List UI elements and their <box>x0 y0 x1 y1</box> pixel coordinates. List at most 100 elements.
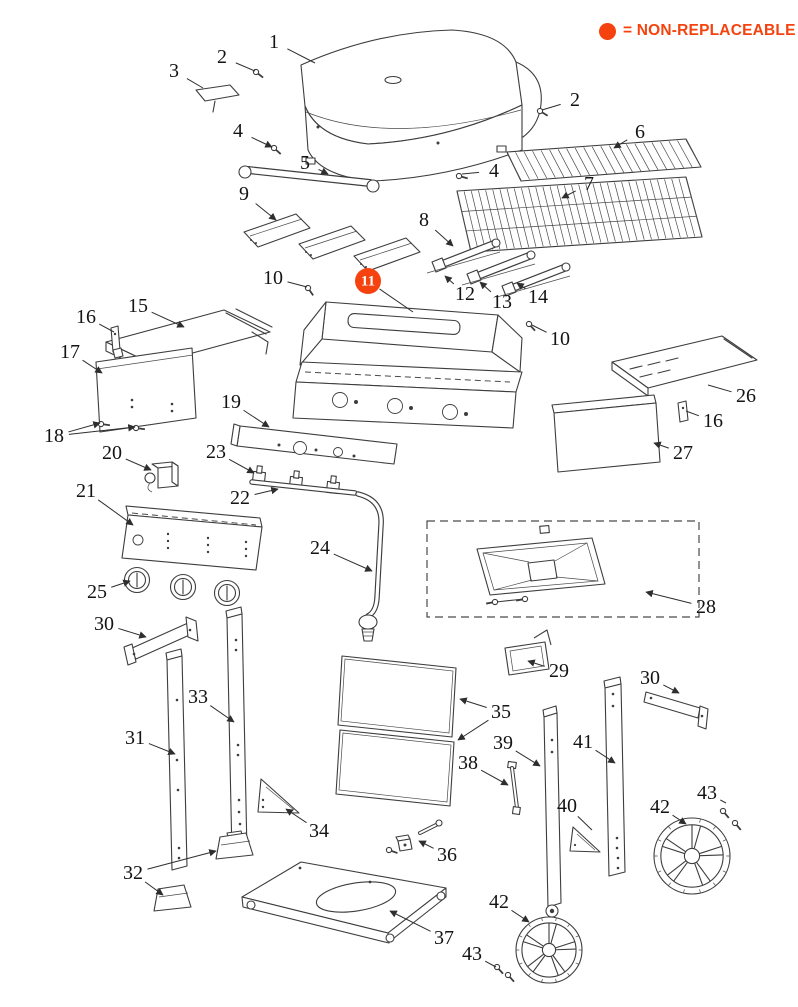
part-label-26[interactable]: 26 <box>736 385 756 407</box>
part-label-29[interactable]: 29 <box>549 660 569 682</box>
part-9-heat-plates <box>243 213 421 272</box>
part-27-right-panel <box>551 394 661 473</box>
part-21-control-panel <box>121 505 263 571</box>
part-label-32[interactable]: 32 <box>123 862 143 884</box>
part-40-corner-bracket <box>569 826 601 853</box>
part-38-rod <box>507 760 521 816</box>
part-label-18[interactable]: 18 <box>44 425 64 447</box>
part-3-handle-clip <box>195 84 240 113</box>
part-31-leg <box>165 648 188 871</box>
svg-text:38: 38 <box>458 752 478 774</box>
part-label-6[interactable]: 6 <box>635 121 645 143</box>
non-replaceable-dot-icon <box>599 22 616 40</box>
part-label-30[interactable]: 30 <box>640 667 660 689</box>
svg-text:2: 2 <box>570 89 580 111</box>
part-label-11[interactable]: 11 <box>355 268 381 294</box>
svg-text:35: 35 <box>491 701 511 723</box>
fastener-screws <box>97 68 742 983</box>
svg-text:8: 8 <box>419 209 429 231</box>
part-label-4[interactable]: 4 <box>233 120 243 142</box>
part-label-36[interactable]: 36 <box>437 844 457 866</box>
part-label-40[interactable]: 40 <box>557 795 577 817</box>
part-label-25[interactable]: 25 <box>87 581 107 603</box>
part-label-42[interactable]: 42 <box>650 796 670 818</box>
svg-text:37: 37 <box>434 927 454 949</box>
part-label-34[interactable]: 34 <box>309 820 329 842</box>
legend-text: = NON-REPLACEABLE <box>623 22 796 39</box>
svg-text:42: 42 <box>489 891 509 913</box>
part-28-grease-tray <box>426 520 700 618</box>
part-label-10[interactable]: 10 <box>550 328 570 350</box>
part-label-14[interactable]: 14 <box>528 286 548 308</box>
part-label-38[interactable]: 38 <box>458 752 478 774</box>
part-24-hose <box>355 491 384 642</box>
part-label-43[interactable]: 43 <box>462 943 482 965</box>
svg-text:11: 11 <box>361 274 375 290</box>
part-36-latch <box>395 819 443 852</box>
part-22-manifold <box>249 479 358 496</box>
part-label-10[interactable]: 10 <box>263 267 283 289</box>
part-19-crossbar <box>230 423 398 465</box>
part-label-1[interactable]: 1 <box>269 31 279 53</box>
part-label-16[interactable]: 16 <box>703 410 723 432</box>
svg-text:12: 12 <box>455 283 475 305</box>
part-label-31[interactable]: 31 <box>125 727 145 749</box>
part-label-42[interactable]: 42 <box>489 891 509 913</box>
part-label-37[interactable]: 37 <box>434 927 454 949</box>
part-20-igniter <box>144 461 179 493</box>
part-17-left-front-panel <box>95 347 197 433</box>
svg-text:6: 6 <box>635 121 645 143</box>
part-label-12[interactable]: 12 <box>455 283 475 305</box>
part-label-19[interactable]: 19 <box>221 391 241 413</box>
part-label-16[interactable]: 16 <box>76 306 96 328</box>
svg-text:1: 1 <box>269 31 279 53</box>
svg-text:41: 41 <box>573 731 593 753</box>
svg-text:7: 7 <box>584 173 594 195</box>
part-label-3[interactable]: 3 <box>169 60 179 82</box>
svg-text:10: 10 <box>550 328 570 350</box>
part-label-35[interactable]: 35 <box>491 701 511 723</box>
svg-text:14: 14 <box>528 286 548 308</box>
part-5-handle <box>238 165 380 193</box>
part-30-brackets <box>123 616 709 730</box>
part-label-2[interactable]: 2 <box>217 46 227 68</box>
part-label-17[interactable]: 17 <box>60 341 80 363</box>
part-11-firebox <box>292 301 523 429</box>
svg-text:2: 2 <box>217 46 227 68</box>
part-label-13[interactable]: 13 <box>492 291 512 313</box>
part-label-27[interactable]: 27 <box>673 442 693 464</box>
part-label-23[interactable]: 23 <box>206 441 226 463</box>
part-1-lid <box>300 29 542 182</box>
part-label-28[interactable]: 28 <box>696 596 716 618</box>
part-25-knobs <box>123 566 241 607</box>
part-label-15[interactable]: 15 <box>128 295 148 317</box>
svg-text:4: 4 <box>233 120 243 142</box>
part-26-right-shelf <box>611 335 758 397</box>
part-label-20[interactable]: 20 <box>102 442 122 464</box>
part-34-corner-bracket <box>257 778 300 814</box>
part-label-21[interactable]: 21 <box>76 480 96 502</box>
part-label-5[interactable]: 5 <box>300 152 310 174</box>
svg-text:39: 39 <box>493 732 513 754</box>
svg-text:16: 16 <box>703 410 723 432</box>
part-label-24[interactable]: 24 <box>310 537 330 559</box>
highlight-circle <box>355 268 381 294</box>
part-label-41[interactable]: 41 <box>573 731 593 753</box>
part-label-7[interactable]: 7 <box>584 173 594 195</box>
part-label-39[interactable]: 39 <box>493 732 513 754</box>
part-label-4[interactable]: 4 <box>489 160 499 182</box>
part-label-8[interactable]: 8 <box>419 209 429 231</box>
part-label-2[interactable]: 2 <box>570 89 580 111</box>
part-label-22[interactable]: 22 <box>230 487 250 509</box>
part-label-33[interactable]: 33 <box>188 686 208 708</box>
svg-text:43: 43 <box>697 782 717 804</box>
part-label-43[interactable]: 43 <box>697 782 717 804</box>
part-7-cooking-grate <box>456 176 703 253</box>
part-label-30[interactable]: 30 <box>94 613 114 635</box>
svg-text:3: 3 <box>169 60 179 82</box>
svg-text:27: 27 <box>673 442 693 464</box>
svg-text:43: 43 <box>462 943 482 965</box>
part-label-9[interactable]: 9 <box>239 183 249 205</box>
svg-text:32: 32 <box>123 862 143 884</box>
svg-text:13: 13 <box>492 291 512 313</box>
